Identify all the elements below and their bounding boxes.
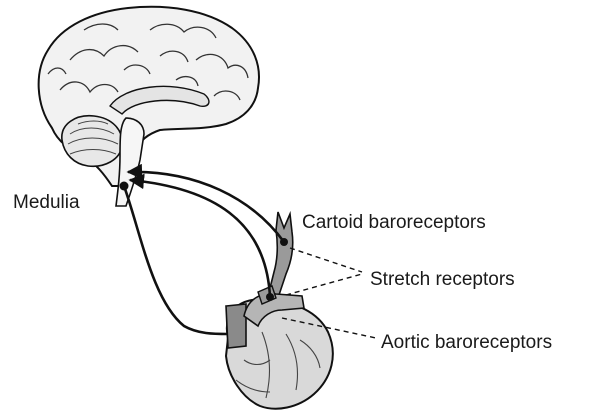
carotid-baroreceptors-label: Cartoid baroreceptors bbox=[302, 213, 486, 232]
carotid-stretch-leader bbox=[290, 248, 362, 272]
medulla-to-heart-path bbox=[124, 186, 228, 334]
heart-illustration bbox=[226, 286, 333, 409]
cerebellum bbox=[62, 116, 122, 167]
brain-illustration bbox=[39, 7, 259, 206]
medulla-label: Medulia bbox=[13, 193, 80, 212]
aortic-baroreceptors-label: Aortic baroreceptors bbox=[381, 333, 552, 352]
stretch-receptors-label: Stretch receptors bbox=[370, 270, 515, 289]
medulla-dot bbox=[120, 182, 129, 191]
carotid-artery bbox=[268, 212, 293, 298]
aortic-stretch-leader bbox=[286, 274, 362, 295]
brainstem bbox=[116, 118, 144, 206]
aortic-to-medulla-path bbox=[130, 180, 270, 297]
superior-vena-cava bbox=[226, 304, 246, 348]
